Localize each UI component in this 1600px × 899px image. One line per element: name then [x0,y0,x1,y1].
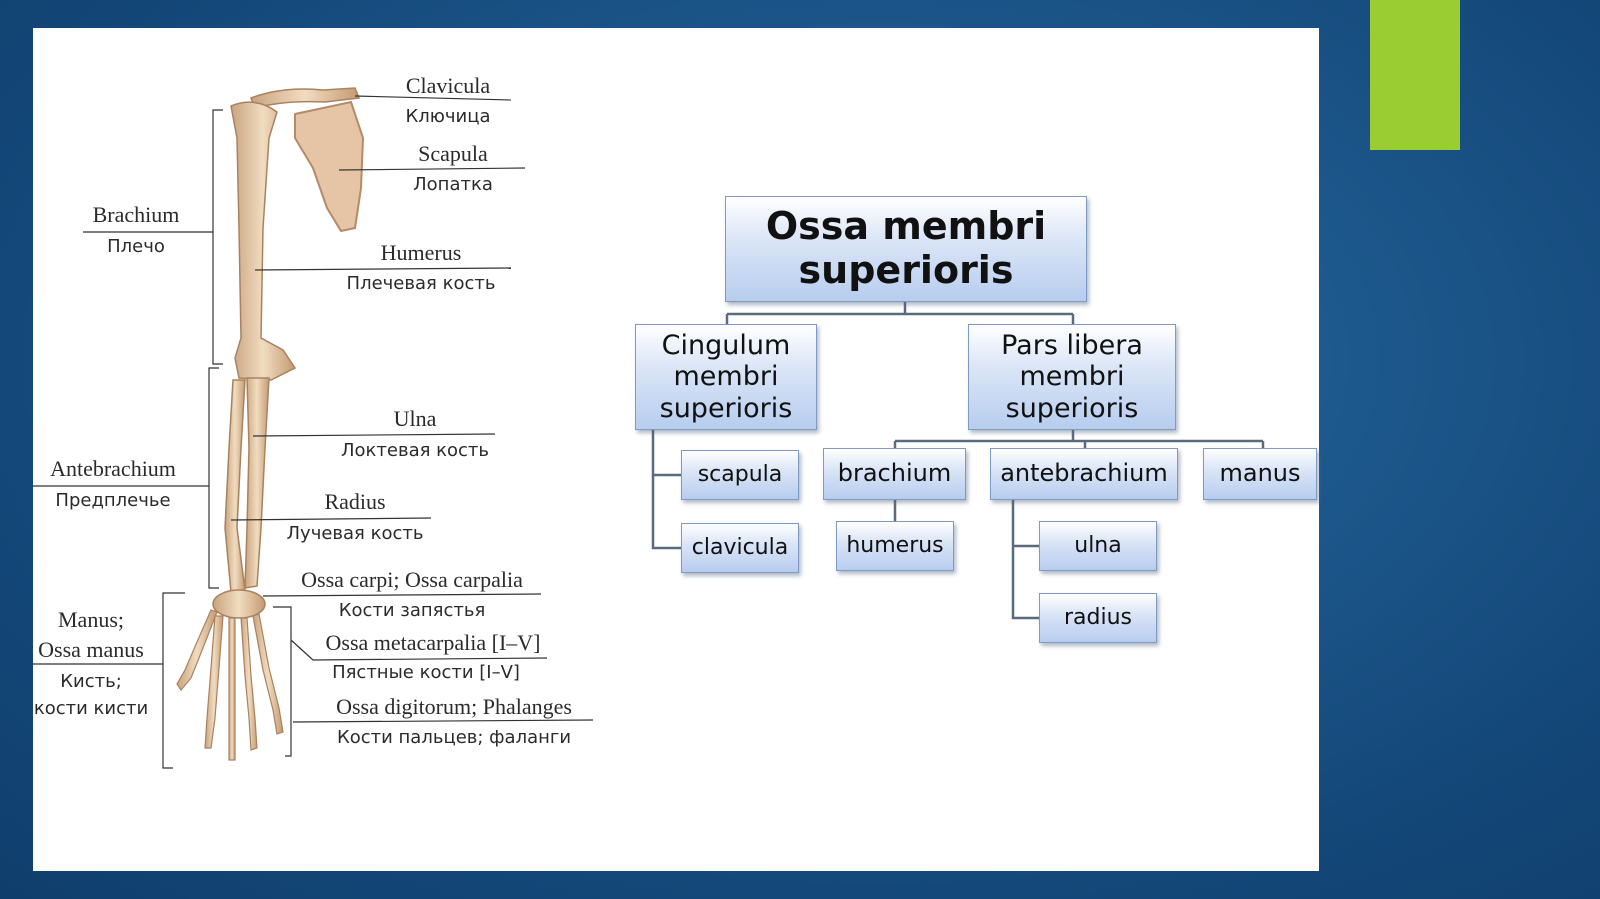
label-manus-latin-2: Ossa manus [38,637,144,662]
humerus-bone [230,101,297,381]
accent-bar [1370,0,1460,150]
label-humerus-russian: Плечевая кость [346,273,496,294]
carpal-bones [212,589,266,619]
label-manus-russian-1: Кисть; [60,671,122,692]
node-antebrachium: antebrachium [990,448,1178,500]
leader-lines [33,95,594,723]
node-scapula: scapula [681,450,799,500]
label-brachium-russian: Плечо [107,236,165,257]
node-humerus: humerus [836,521,954,571]
label-scapula-russian: Лопатка [413,174,493,195]
content-panel: Clavicula Ключица Scapula Лопатка Brachi… [33,28,1319,871]
finger-bones [176,609,284,761]
label-ulna-latin: Ulna [393,406,437,431]
label-antebrachium-russian: Предплечье [55,490,171,511]
node-ulna: ulna [1039,521,1157,571]
label-manus-russian-2: кости кисти [33,698,149,719]
label-radius-russian: Лучевая кость [286,523,424,544]
label-digitorum-latin: Ossa digitorum; Phalanges [336,694,572,719]
label-brachium-latin: Brachium [92,202,180,227]
node-radius: radius [1039,593,1157,643]
ulna-bone [244,377,270,589]
node-cingulum-membri-superioris: Cingulum membri superioris [635,324,817,430]
arm-skeleton-illustration [33,87,594,769]
region-brackets [162,109,292,769]
label-manus-latin-1: Manus; [58,607,124,632]
label-metacarpalia-latin: Ossa metacarpalia [I–V] [325,630,541,655]
node-pars-line3: superioris [1005,392,1139,424]
node-cingulum-line2: membri [673,361,779,393]
node-manus: manus [1203,448,1317,500]
label-scapula-latin: Scapula [418,141,488,166]
label-humerus-latin: Humerus [380,240,462,265]
node-pars-libera-membri-superioris: Pars libera membri superioris [968,324,1176,430]
label-carpi-russian: Кости запястья [338,600,486,621]
node-brachium: brachium [823,448,966,500]
node-ossa-membri-superioris: Ossa membri superioris [725,196,1087,302]
node-root-line1: Ossa membri [765,204,1047,249]
scapula-bone [294,100,365,233]
tree-connectors [651,302,1265,620]
node-root-line2: superioris [798,248,1014,292]
label-clavicula-russian: Ключица [405,106,491,127]
label-antebrachium-latin: Antebrachium [50,456,176,481]
label-clavicula-latin: Clavicula [405,73,491,98]
label-carpi-latin: Ossa carpi; Ossa carpalia [301,567,523,592]
node-pars-line2: membri [1019,361,1125,393]
node-cingulum-line1: Cingulum [661,330,791,362]
node-cingulum-line3: superioris [659,392,793,424]
label-digitorum-russian: Кости пальцев; фаланги [336,727,572,748]
label-radius-latin: Radius [324,489,386,514]
node-pars-line1: Pars libera [1001,330,1143,362]
clavicula-bone [250,87,361,109]
node-clavicula: clavicula [681,523,799,573]
label-ulna-russian: Локтевая кость [340,440,490,461]
label-metacarpalia-russian: Пястные кости [I–V] [332,662,520,683]
